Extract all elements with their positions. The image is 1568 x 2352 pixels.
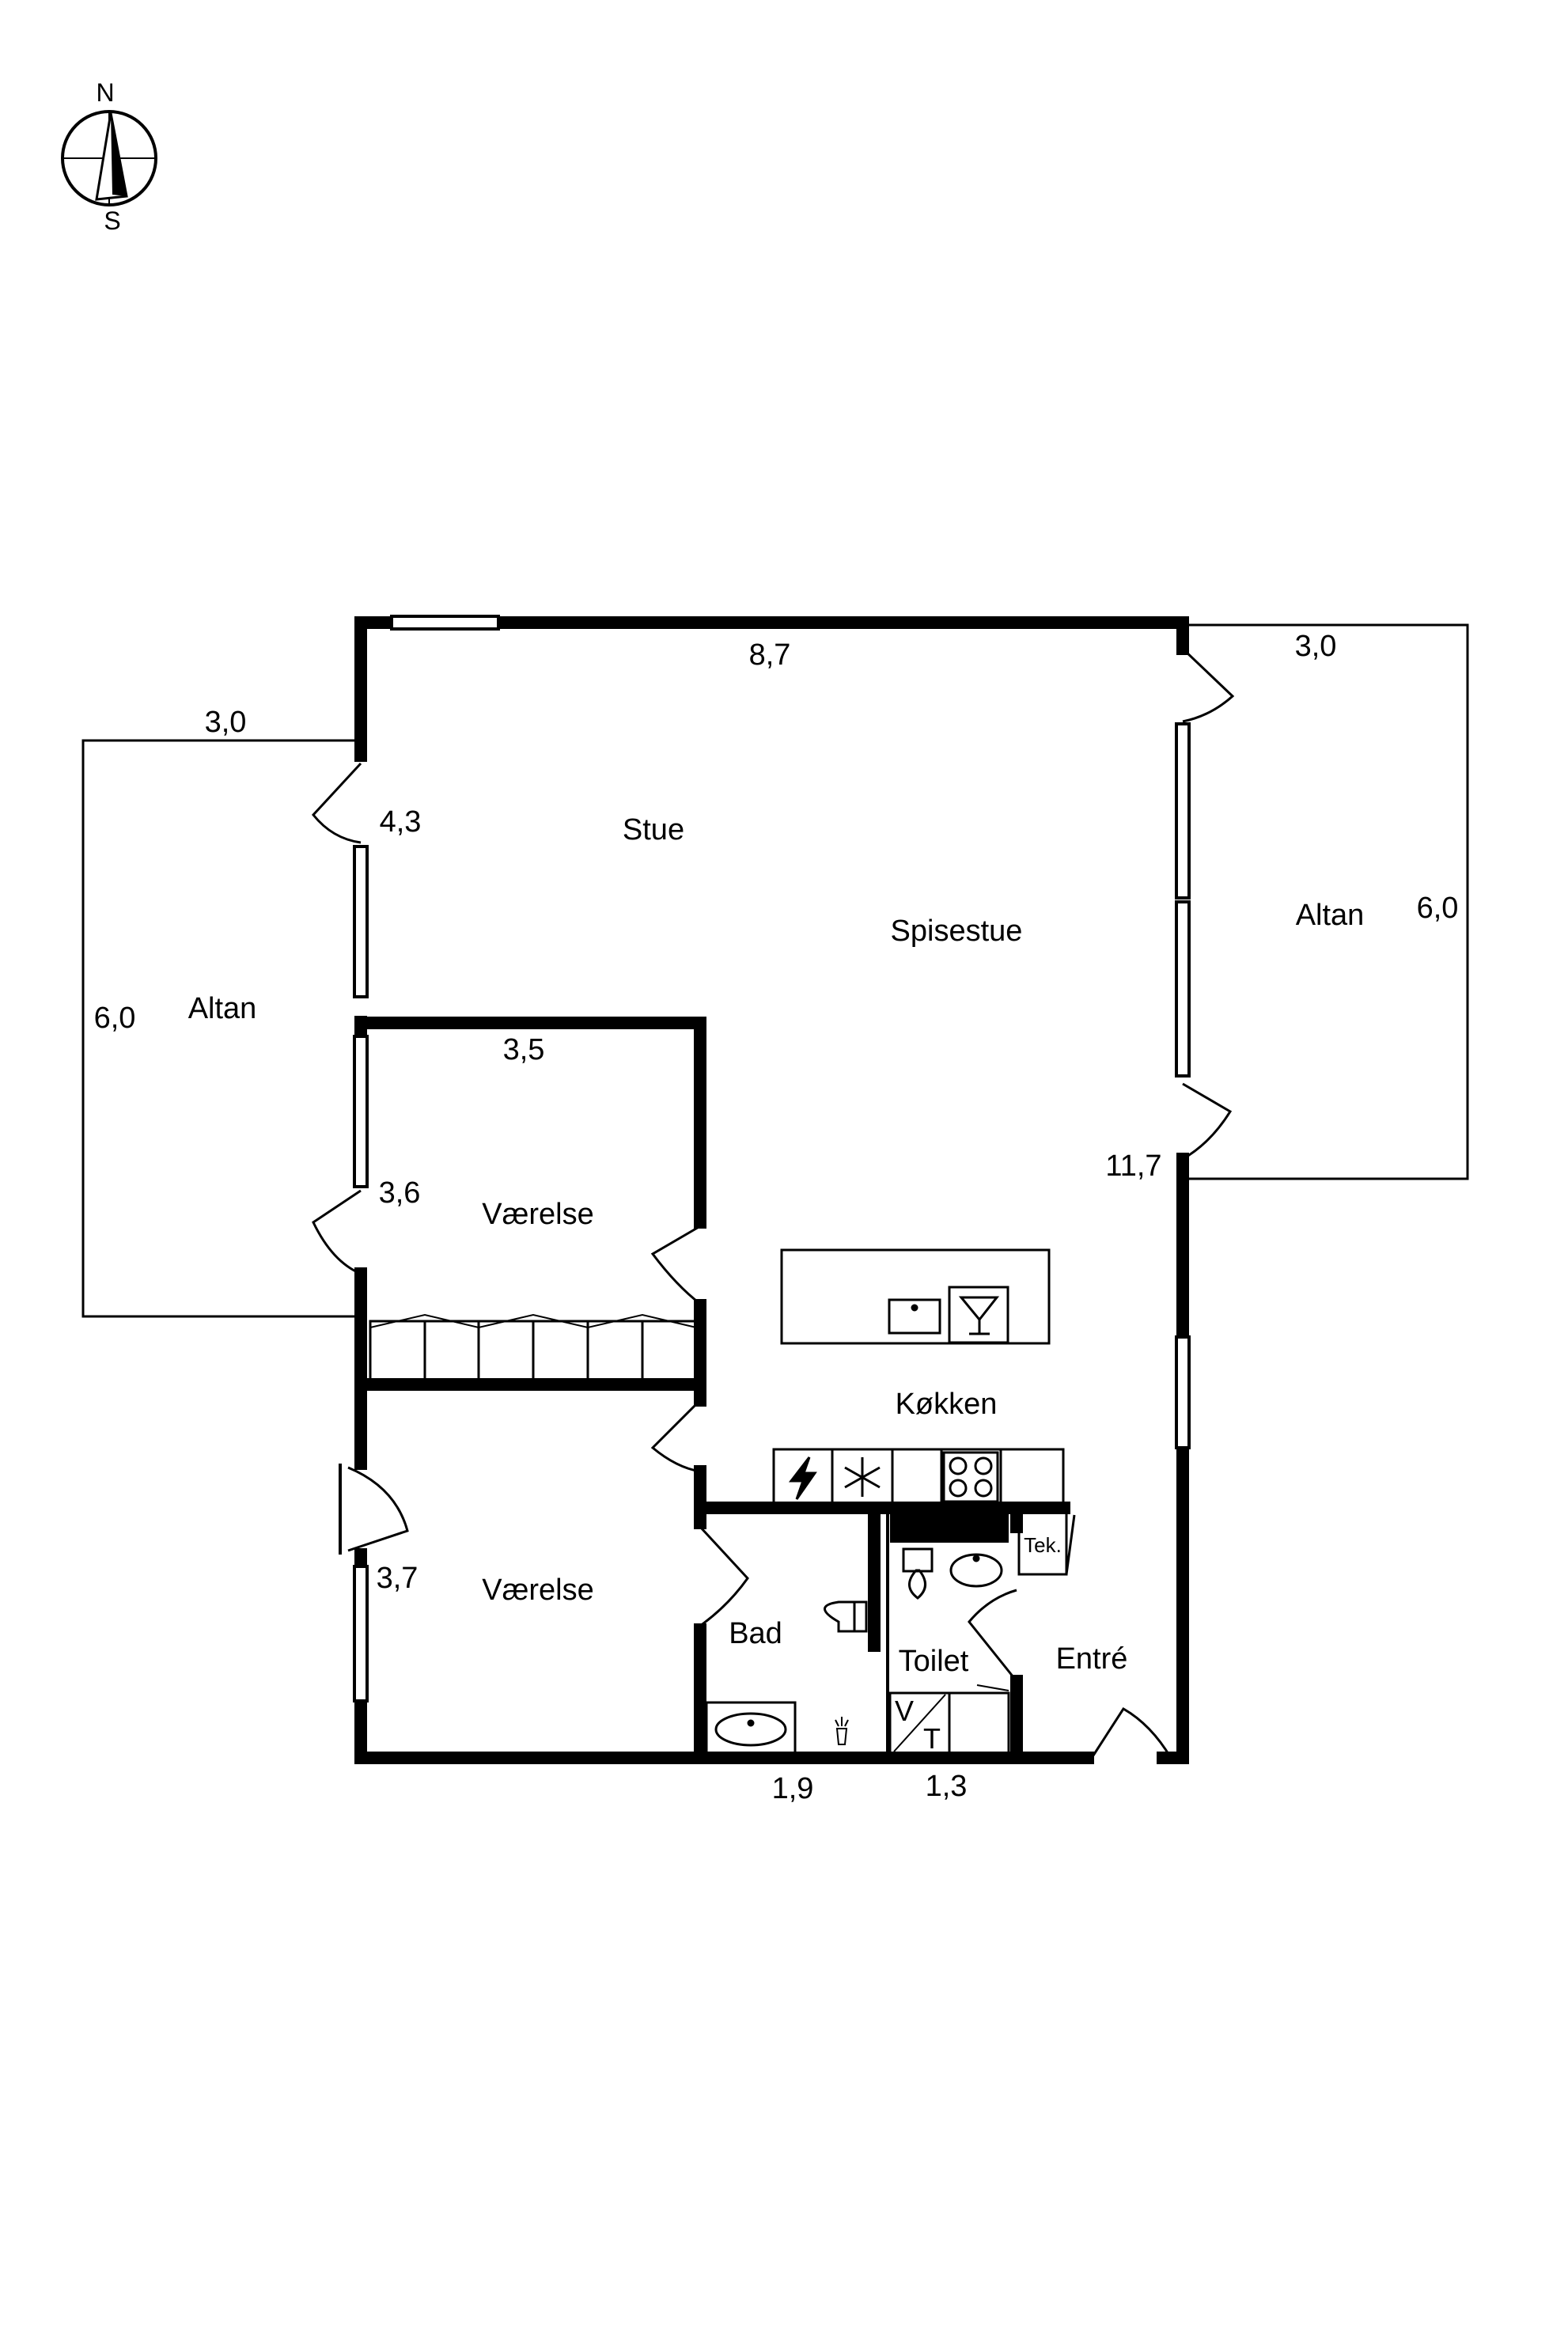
room-altan-left: Altan — [188, 992, 257, 1025]
room-vaerelse-top: Værelse — [482, 1198, 594, 1231]
door-right-balcony-bottom[interactable] — [1182, 1082, 1233, 1161]
room-entre: Entré — [1056, 1642, 1128, 1676]
windows — [353, 615, 1191, 1702]
bad-toilet-icon — [824, 1600, 868, 1633]
toilet-top-panel — [890, 1513, 1009, 1543]
dim-stue-depth: 4,3 — [380, 805, 422, 839]
kitchen-counter — [772, 1448, 1065, 1506]
window-left-2 — [353, 1035, 369, 1188]
compass: N S — [61, 78, 157, 235]
right-balcony-outline — [1183, 623, 1469, 1180]
door-left-small[interactable] — [347, 1466, 409, 1552]
wardrobe — [369, 1313, 702, 1382]
dim-bad-width: 1,9 — [772, 1772, 814, 1805]
toilet-sink — [949, 1553, 1003, 1588]
room-spisestue: Spisestue — [891, 915, 1023, 948]
oven-lightning-icon — [788, 1456, 817, 1500]
left-balcony-outline — [81, 739, 356, 1318]
kitchen-island — [780, 1248, 1051, 1345]
dimension-labels: 8,7 3,0 3,0 4,3 6,0 6,0 3,5 3,6 11,7 3,7… — [94, 630, 1459, 1805]
vt-t-label: T — [923, 1722, 941, 1755]
door-left-balcony-bottom[interactable] — [312, 1189, 362, 1275]
dim-vaerelse-top-depth: 3,6 — [379, 1176, 421, 1210]
window-right-2 — [1175, 900, 1191, 1078]
toilet-toilet-icon — [908, 1569, 926, 1600]
balconies — [81, 623, 1469, 1318]
door-toilet[interactable] — [968, 1589, 1018, 1682]
door-vaerelse-bottom[interactable] — [650, 1399, 702, 1473]
dim-toilet-width: 1,3 — [926, 1770, 968, 1803]
tek-box — [1017, 1509, 1076, 1576]
dim-left-balcony-depth: 6,0 — [94, 1002, 136, 1035]
shower-icon — [835, 1717, 849, 1745]
dim-left-balcony-width: 3,0 — [205, 706, 247, 739]
cocktail-glass-icon — [958, 1296, 1000, 1335]
window-right-1 — [1175, 722, 1191, 900]
window-left-3 — [353, 1565, 369, 1702]
window-top — [390, 615, 500, 631]
island-sink-icon — [888, 1298, 941, 1335]
room-toilet: Toilet — [899, 1645, 969, 1678]
room-stue: Stue — [623, 813, 684, 846]
bath-fixtures — [705, 1547, 1010, 1755]
room-bad: Bad — [729, 1617, 782, 1650]
room-koekken: Køkken — [896, 1388, 998, 1421]
dim-right-balcony-width: 3,0 — [1295, 630, 1337, 663]
dim-top-width: 8,7 — [749, 638, 791, 672]
doors — [312, 647, 1235, 1759]
door-right-balcony-top[interactable] — [1181, 647, 1235, 723]
wine-cooler-box — [948, 1286, 1009, 1344]
door-left-balcony-top[interactable] — [312, 762, 362, 844]
room-labels: Stue Spisestue Altan Altan Værelse Værel… — [188, 813, 1365, 1755]
window-left-1 — [353, 845, 369, 998]
dim-vaerelse-bottom-depth: 3,7 — [377, 1562, 419, 1595]
vt-v-label: V — [895, 1695, 914, 1727]
compass-south-label: S — [104, 206, 120, 235]
walls — [354, 616, 1189, 1764]
room-altan-right: Altan — [1296, 899, 1365, 932]
compass-north-label: N — [96, 78, 114, 107]
dim-total-depth: 11,7 — [1105, 1149, 1161, 1183]
freezer-snowflake-icon — [844, 1457, 881, 1497]
compass-needle-dark — [111, 113, 127, 196]
window-right-3 — [1175, 1335, 1191, 1449]
bad-sink — [705, 1701, 797, 1755]
dim-right-balcony-depth: 6,0 — [1417, 892, 1459, 925]
door-entre[interactable] — [1090, 1706, 1172, 1759]
stove-icon — [942, 1451, 999, 1503]
door-bad[interactable] — [699, 1525, 749, 1627]
room-vaerelse-bottom: Værelse — [482, 1574, 594, 1607]
door-vaerelse-top[interactable] — [650, 1225, 701, 1305]
room-tek: Tek. — [1024, 1533, 1062, 1557]
dim-vaerelse-top-width: 3,5 — [503, 1033, 545, 1066]
